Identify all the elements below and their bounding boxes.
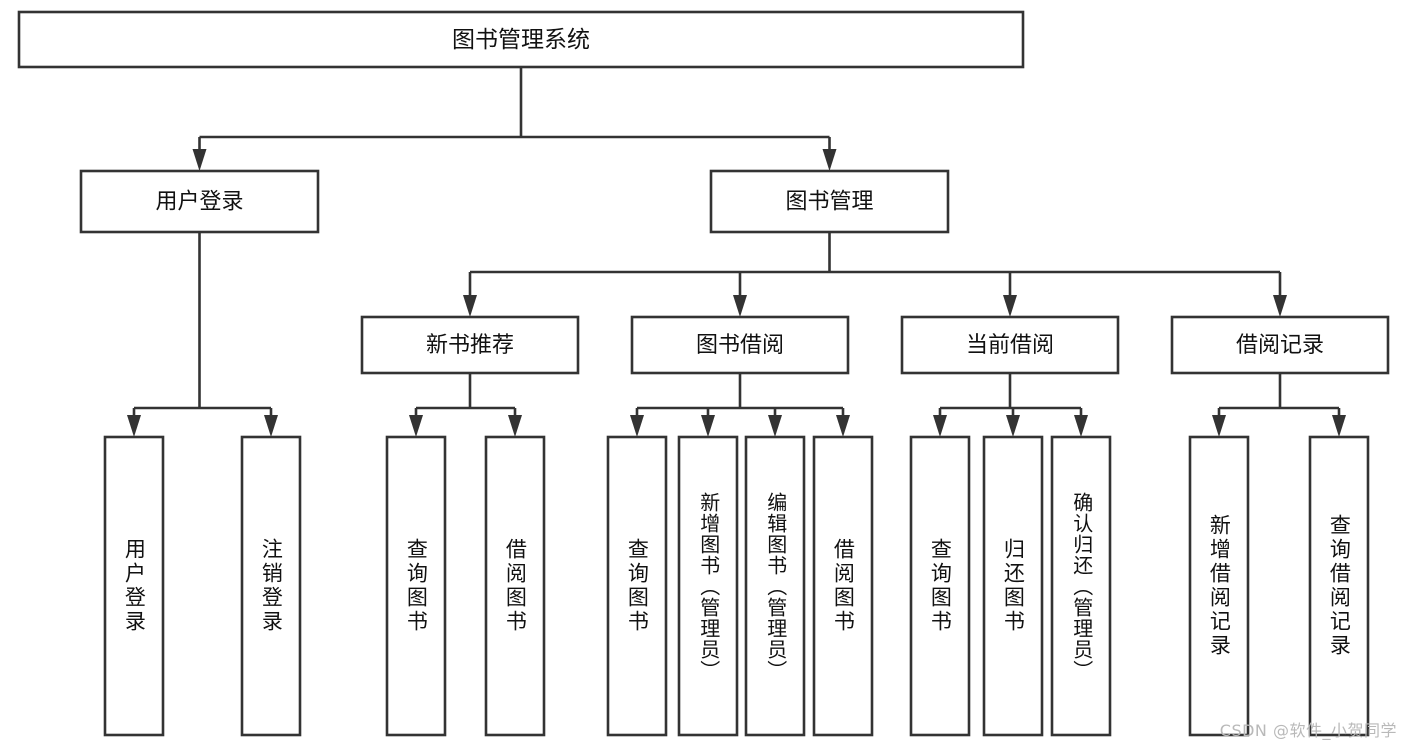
node-book-borrow[interactable]: [630, 315, 850, 375]
node-label: 新书推荐: [426, 333, 514, 358]
node-label: 图书借阅: [696, 333, 784, 358]
arrow-head-icon: [192, 149, 207, 171]
node-leaf-query-book-3[interactable]: [909, 435, 971, 737]
node-leaf-edit-book[interactable]: [744, 435, 806, 737]
arrow-head-icon: [822, 149, 837, 171]
node-leaf-add-record[interactable]: [1188, 435, 1250, 737]
node-leaf-user-login[interactable]: [103, 435, 165, 737]
arrow-head-icon: [1212, 415, 1226, 437]
node-user-login[interactable]: [79, 169, 320, 234]
node-box: [1188, 435, 1250, 737]
node-book-manage[interactable]: [709, 169, 950, 234]
node-box: [79, 169, 320, 234]
node-leaf-query-record[interactable]: [1308, 435, 1370, 737]
arrow-head-icon: [1074, 415, 1088, 437]
node-label: 当前借阅: [966, 333, 1054, 358]
arrow-head-icon: [409, 415, 423, 437]
node-box: [606, 435, 668, 737]
node-box: [982, 435, 1044, 737]
node-label: 用户登录: [155, 190, 243, 215]
node-box: [744, 435, 806, 737]
node-label: 借阅记录: [1236, 333, 1324, 358]
node-leaf-add-book[interactable]: [677, 435, 739, 737]
node-box: [360, 315, 580, 375]
node-leaf-borrow-book-1[interactable]: [484, 435, 546, 737]
arrow-head-icon: [1273, 295, 1287, 317]
node-box: [240, 435, 302, 737]
node-box: [900, 315, 1120, 375]
node-box: [1308, 435, 1370, 737]
arrow-head-icon: [836, 415, 850, 437]
node-leaf-return-book[interactable]: [982, 435, 1044, 737]
arrow-head-icon: [508, 415, 522, 437]
arrow-head-icon: [463, 295, 477, 317]
node-leaf-query-book-1[interactable]: [385, 435, 447, 737]
node-leaf-query-book-2[interactable]: [606, 435, 668, 737]
node-box: [17, 10, 1025, 69]
arrow-head-icon: [733, 295, 747, 317]
node-borrow-record[interactable]: [1170, 315, 1390, 375]
arrow-head-icon: [127, 415, 141, 437]
node-box: [677, 435, 739, 737]
node-new-book-rec[interactable]: [360, 315, 580, 375]
arrow-head-icon: [933, 415, 947, 437]
node-box: [909, 435, 971, 737]
arrow-head-icon: [1003, 295, 1017, 317]
watermark-text: CSDN @软件_小贺同学: [1219, 721, 1397, 740]
arrow-head-icon: [1006, 415, 1020, 437]
node-leaf-borrow-book-2[interactable]: [812, 435, 874, 737]
node-box: [1170, 315, 1390, 375]
node-label: 图书管理系统: [452, 27, 590, 53]
node-box: [630, 315, 850, 375]
node-leaf-logout[interactable]: [240, 435, 302, 737]
node-box: [103, 435, 165, 737]
arrow-head-icon: [701, 415, 715, 437]
node-root[interactable]: [17, 10, 1025, 69]
node-box: [709, 169, 950, 234]
node-box: [812, 435, 874, 737]
node-label: 图书管理: [785, 190, 873, 215]
node-current-borrow[interactable]: [900, 315, 1120, 375]
arrow-head-icon: [264, 415, 278, 437]
node-box: [484, 435, 546, 737]
node-box: [385, 435, 447, 737]
arrow-head-icon: [768, 415, 782, 437]
arrow-head-icon: [630, 415, 644, 437]
node-box: [1050, 435, 1112, 737]
node-leaf-confirm-return[interactable]: [1050, 435, 1112, 737]
arrow-head-icon: [1332, 415, 1346, 437]
